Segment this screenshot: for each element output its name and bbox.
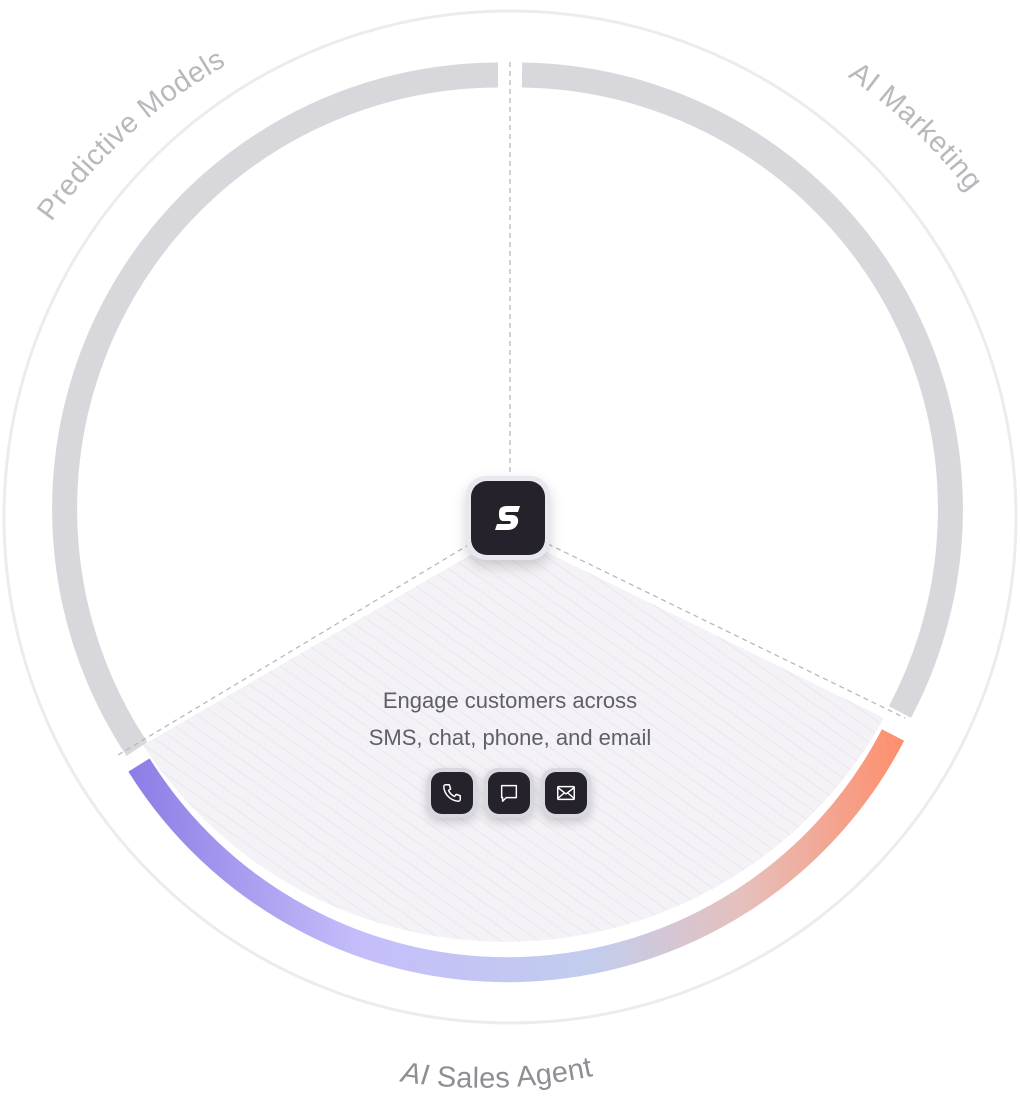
logo-tile xyxy=(466,476,550,560)
description-line-2: SMS, chat, phone, and email xyxy=(368,725,652,750)
phone-icon xyxy=(443,784,461,802)
chat-bubble-icon xyxy=(500,784,518,802)
sector-description: Engage customers across SMS, chat, phone… xyxy=(310,682,710,756)
s-logo-icon xyxy=(495,506,520,530)
label-ai-marketing: AI Marketing xyxy=(843,56,988,197)
outer-ring xyxy=(2,9,1018,1025)
ring-segment-ai-marketing xyxy=(521,62,963,718)
active-sector xyxy=(143,533,884,942)
envelope-icon xyxy=(557,785,575,801)
description-line-1: Engage customers across xyxy=(382,688,638,713)
divider-line-right xyxy=(547,543,906,719)
chat-channel-button[interactable] xyxy=(484,768,534,818)
phone-channel-button[interactable] xyxy=(427,768,477,818)
label-ai-sales-agent: AI Sales Agent xyxy=(397,1051,595,1094)
ring-segment-predictive-models xyxy=(52,62,499,756)
email-channel-button[interactable] xyxy=(541,768,591,818)
ring-segment-ai-sales-agent xyxy=(128,729,905,983)
